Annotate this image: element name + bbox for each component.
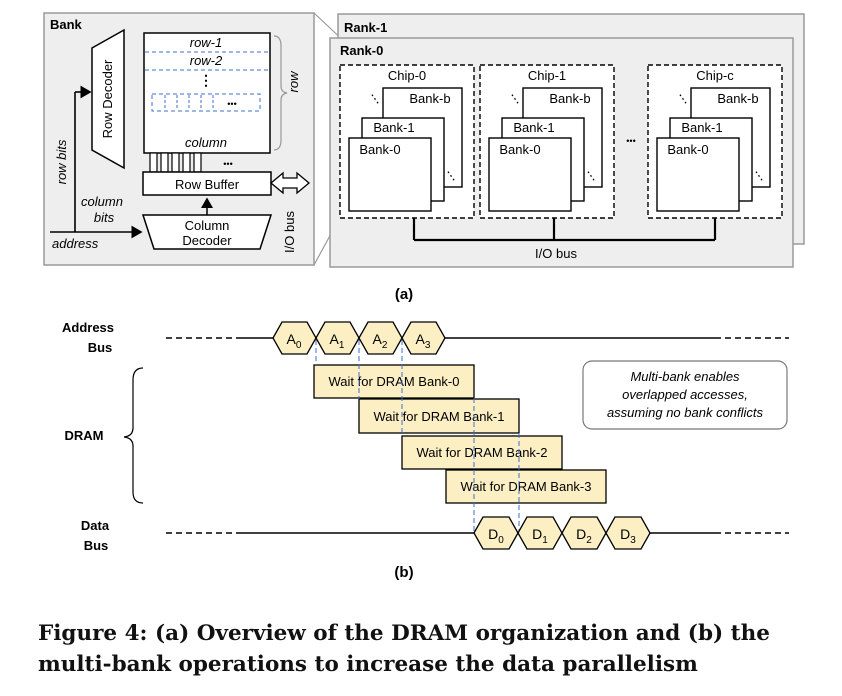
address-bus-label-1: Address	[62, 320, 114, 335]
address-token-2: A2	[358, 321, 403, 355]
chip-1-bank-0: Bank-0	[499, 142, 540, 157]
svg-text:Multi-bank enables: Multi-bank enables	[630, 369, 740, 384]
address-token-3: A3	[401, 321, 446, 355]
svg-text:overlapped accesses,: overlapped accesses,	[622, 387, 748, 402]
rank-0-label: Rank-0	[340, 43, 383, 58]
rank-io-bus	[412, 218, 717, 242]
dram-figure: Bank Row Decoder row-1 row-2 ⋮ ••• colum…	[43, 12, 805, 581]
bank-label: Bank	[50, 17, 83, 32]
svg-text:A1: A1	[330, 331, 345, 351]
chip-c-bank-1: Bank-1	[681, 120, 722, 135]
part-a-label: (a)	[395, 286, 413, 303]
chip-0-bank-1: Bank-1	[373, 120, 414, 135]
data-token-0: D0	[473, 516, 519, 550]
io-bus-vertical-label: I/O bus	[282, 211, 297, 253]
column-decoder	[141, 214, 273, 250]
svg-text:D2: D2	[576, 526, 592, 546]
wait-bank-1: Wait for DRAM Bank-1	[358, 398, 520, 434]
rank-1-label: Rank-1	[344, 20, 387, 35]
svg-text:A0: A0	[287, 331, 302, 351]
timing-diagram: Address Bus DRAM Data Bus Wait for DRAM …	[62, 320, 789, 553]
svg-text:Wait for DRAM Bank-3: Wait for DRAM Bank-3	[461, 479, 592, 494]
svg-text:D1: D1	[532, 526, 548, 546]
row-2-label: row-2	[190, 53, 223, 68]
svg-text:Wait for DRAM Bank-1: Wait for DRAM Bank-1	[374, 409, 505, 424]
svg-text:A3: A3	[416, 331, 431, 351]
row-decoder-label: Row Decoder	[100, 59, 115, 138]
svg-text:A2: A2	[373, 331, 388, 351]
chip-0-bank-b: Bank-b	[409, 91, 450, 106]
chip-0: Chip-0 Bank-b ⋮ Bank-1 Bank-0 ⋮	[339, 64, 475, 219]
wait-bank-0: Wait for DRAM Bank-0	[313, 364, 475, 399]
column-decoder-label-1: Column	[185, 218, 230, 233]
chip-1-bank-b: Bank-b	[549, 91, 590, 106]
column-label: column	[185, 135, 227, 150]
svg-text:D3: D3	[620, 526, 636, 546]
row-vdots: ⋮	[199, 72, 213, 88]
data-bus-label-1: Data	[81, 518, 110, 533]
chip-c-bank-b: Bank-b	[717, 91, 758, 106]
chip-1: Chip-1 Bank-b ⋮ Bank-1 Bank-0 ⋮	[479, 64, 615, 219]
column-bits-label-1: column	[81, 194, 123, 209]
figure-caption: Figure 4: (a) Overview of the DRAM organ…	[38, 621, 770, 677]
address-token-1: A1	[315, 321, 360, 355]
wait-bank-3: Wait for DRAM Bank-3	[445, 469, 607, 504]
dram-label: DRAM	[65, 428, 104, 443]
data-token-3: D3	[605, 516, 651, 550]
row-decoder	[91, 28, 125, 170]
chip-1-label: Chip-1	[528, 68, 566, 83]
row-buffer-label: Row Buffer	[175, 177, 240, 192]
chip-1-bank-1: Bank-1	[513, 120, 554, 135]
memory-array	[143, 32, 271, 154]
rank-io-bus-label: I/O bus	[535, 246, 577, 261]
data-token-2: D2	[561, 516, 607, 550]
chip-c-bank-0: Bank-0	[667, 142, 708, 157]
row-bits-label: row bits	[54, 139, 69, 184]
address-token-0: A0	[272, 321, 317, 355]
chip-0-bank-0: Bank-0	[359, 142, 400, 157]
rank-panel: Rank-1 Rank-0 Chip-0 Bank-b ⋮ Bank-1 Ban…	[329, 13, 805, 268]
svg-text:D0: D0	[488, 526, 504, 546]
chip-c: Chip-c Bank-b ⋮ Bank-1 Bank-0 ⋮	[647, 64, 783, 219]
column-bits-label-2: bits	[94, 210, 115, 225]
sense-hdots: •••	[223, 159, 232, 169]
dram-brace	[123, 367, 144, 504]
io-double-arrow	[269, 171, 311, 195]
row-brace	[273, 35, 288, 151]
svg-text:Wait for DRAM Bank-2: Wait for DRAM Bank-2	[417, 445, 548, 460]
data-bus-label-2: Bus	[84, 538, 109, 553]
selected-row	[151, 93, 261, 112]
column-decoder-label-2: Decoder	[182, 233, 232, 248]
row-label: row	[286, 70, 301, 93]
address-bus-label-2: Bus	[88, 340, 113, 355]
multi-bank-note: Multi-bank enables overlapped accesses, …	[582, 360, 788, 430]
part-b-label: (b)	[394, 564, 413, 581]
chip-c-label: Chip-c	[696, 68, 734, 83]
cell-hdots: •••	[227, 99, 236, 109]
chip-ellipsis: •••	[626, 136, 635, 146]
svg-text:assuming no bank conflicts: assuming no bank conflicts	[607, 405, 764, 420]
chip-0-label: Chip-0	[388, 68, 426, 83]
svg-text:Wait for DRAM Bank-0: Wait for DRAM Bank-0	[329, 374, 460, 389]
data-token-1: D1	[517, 516, 563, 550]
wait-bank-2: Wait for DRAM Bank-2	[401, 435, 563, 470]
bank-panel: Bank Row Decoder row-1 row-2 ⋮ ••• colum…	[43, 12, 315, 266]
address-label: address	[52, 236, 99, 251]
row-1-label: row-1	[190, 35, 223, 50]
